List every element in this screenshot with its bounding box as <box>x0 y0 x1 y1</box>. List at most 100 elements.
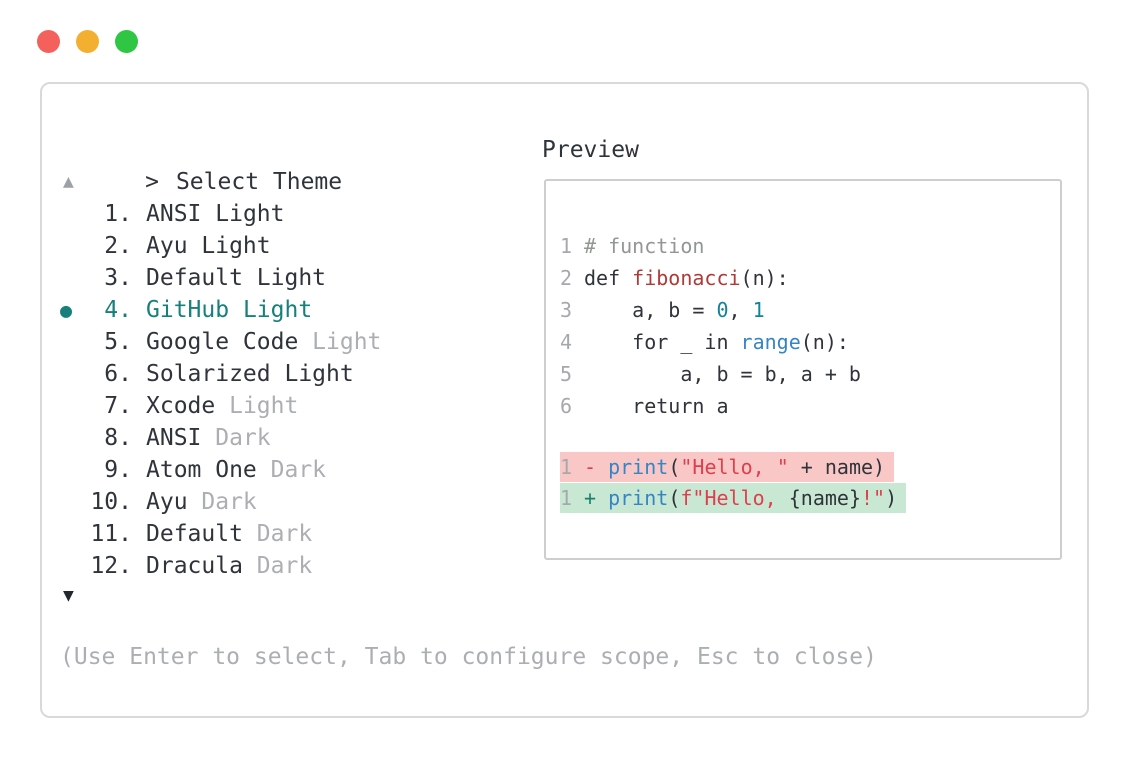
theme-item-label: ANSI Light <box>146 201 285 227</box>
diff-highlight: 1 + print(f"Hello, {name}!") <box>560 483 907 513</box>
selected-bullet-icon <box>60 486 90 518</box>
theme-variant-label: Dark <box>256 553 313 579</box>
zoom-button[interactable] <box>115 30 138 53</box>
theme-item-number: 6. <box>104 361 132 387</box>
theme-item-label: ANSI Dark <box>146 425 271 451</box>
line-number: 5 <box>560 362 573 386</box>
selected-bullet-icon <box>60 518 90 550</box>
code-token: a, b = <box>584 298 717 322</box>
theme-variant-label: Light <box>256 265 327 291</box>
theme-item-number: 10. <box>90 489 132 515</box>
prompt-icon: > <box>145 169 159 195</box>
theme-item-label: Google Code Light <box>146 329 382 355</box>
theme-item-2[interactable]: 2.Ayu Light <box>42 230 522 262</box>
diff-plus-icon: + <box>584 486 597 510</box>
line-number: 1 <box>560 486 573 510</box>
code-token: 1 <box>752 298 765 322</box>
theme-item-label: Atom One Dark <box>146 457 327 483</box>
theme-item-label: Ayu Light <box>146 233 271 259</box>
theme-item-number: 11. <box>90 521 132 547</box>
code-token: fibonacci <box>632 266 741 290</box>
theme-variant-label: Light <box>312 329 382 355</box>
code-token: !" <box>860 486 886 510</box>
theme-item-10[interactable]: 10.Ayu Dark <box>42 486 522 518</box>
line-number: 6 <box>560 394 573 418</box>
diff-added-line: 1 + print(f"Hello, {name}!") <box>560 483 1060 513</box>
code-line-4: 4 for _ in range(n): <box>560 326 1060 358</box>
theme-item-number: 3. <box>104 265 132 291</box>
theme-item-12[interactable]: 12.Dracula Dark <box>42 550 522 582</box>
code-token: def <box>584 266 633 290</box>
theme-item-label: Solarized Light <box>146 361 354 387</box>
preview-title: Preview <box>542 137 639 163</box>
theme-variant-label: Dark <box>256 521 313 547</box>
theme-item-11[interactable]: 11. Default Dark <box>42 518 522 550</box>
theme-item-number: 9. <box>104 457 132 483</box>
spacer <box>132 390 146 422</box>
theme-item-9[interactable]: 9. Atom One Dark <box>42 454 522 486</box>
spacer <box>132 518 146 550</box>
spacer <box>132 550 146 582</box>
code-token: "Hello, " <box>680 455 789 479</box>
close-button[interactable] <box>37 30 60 53</box>
theme-item-label: Xcode Light <box>146 393 299 419</box>
dialog-title: Select Theme <box>175 169 343 195</box>
theme-item-number: 1. <box>104 201 132 227</box>
line-number: 3 <box>560 298 573 322</box>
spacer <box>132 454 146 486</box>
code-token: # function <box>584 234 705 258</box>
scroll-up-icon[interactable]: ▲ <box>63 171 74 192</box>
theme-item-8[interactable]: 8. ANSI Dark <box>42 422 522 454</box>
code-token: {name} <box>788 486 861 510</box>
code-token: print <box>608 455 669 479</box>
code-token: ( <box>668 455 681 479</box>
code-token: for _ in <box>584 330 741 354</box>
theme-item-label: Default Dark <box>146 521 313 547</box>
code-token: print <box>608 486 669 510</box>
help-text: (Use Enter to select, Tab to configure s… <box>60 644 877 670</box>
window-controls <box>37 30 138 53</box>
theme-item-7[interactable]: 7.Xcode Light <box>42 390 522 422</box>
code-token: ) <box>885 486 898 510</box>
selected-bullet-icon <box>60 262 90 294</box>
scroll-down-icon[interactable]: ▼ <box>63 585 74 606</box>
code-token: range <box>740 330 801 354</box>
code-token: ( <box>668 486 681 510</box>
theme-item-5[interactable]: 5. Google Code Light <box>42 326 522 358</box>
theme-variant-label: Dark <box>201 489 257 515</box>
theme-item-3[interactable]: 3.Default Light <box>42 262 522 294</box>
theme-item-number: 12. <box>90 553 132 579</box>
theme-variant-label: Dark <box>270 457 327 483</box>
selected-bullet-icon <box>60 198 90 230</box>
theme-item-number: 5. <box>104 329 132 355</box>
code-token: f"Hello, <box>680 486 789 510</box>
code-token: return a <box>584 394 729 418</box>
blank-line <box>560 422 1060 452</box>
code-token: + name) <box>788 455 886 479</box>
diff-minus-icon: - <box>584 455 597 479</box>
theme-item-4[interactable]: ●4.GitHub Light <box>42 294 522 326</box>
theme-item-6[interactable]: 6. Solarized Light <box>42 358 522 390</box>
code-token: , <box>728 298 753 322</box>
code-token: (n): <box>740 266 789 290</box>
minimize-button[interactable] <box>76 30 99 53</box>
theme-item-label: GitHub Light <box>146 297 313 323</box>
selected-bullet-icon <box>60 422 90 454</box>
theme-variant-label: Light <box>284 361 354 387</box>
spacer <box>132 294 146 326</box>
code-line-1: 1# function <box>560 230 1060 262</box>
selected-bullet-icon <box>60 358 90 390</box>
selected-bullet-icon <box>60 550 90 582</box>
selected-bullet-icon <box>60 390 90 422</box>
code-line-5: 5 a, b = b, a + b <box>560 358 1060 390</box>
dialog-header: > Select Theme <box>62 134 342 195</box>
selected-bullet-icon <box>60 454 90 486</box>
theme-item-number: 8. <box>104 425 132 451</box>
theme-item-1[interactable]: 1. ANSI Light <box>42 198 522 230</box>
code-line-3: 3 a, b = 0, 1 <box>560 294 1060 326</box>
